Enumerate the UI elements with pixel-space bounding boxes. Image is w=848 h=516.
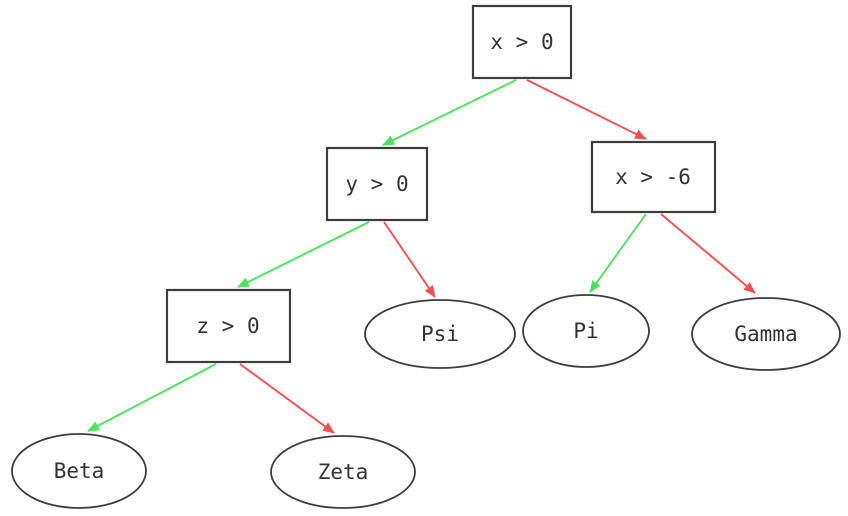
node-root: x > 0 [471,4,573,80]
edge-z-check-to-beta-true [87,363,217,432]
node-psi-ellipse [364,299,516,369]
edge-x-neg6-check-to-gamma-false [660,213,756,294]
node-zeta-ellipse [270,435,416,509]
node-psi-label: Psi [421,322,459,346]
node-x-neg6-check-box [590,140,717,214]
node-gamma-label: Gamma [734,322,797,346]
edge-x-neg6-check-to-pi-true [589,213,647,293]
edge-y-check-to-psi-false [383,221,436,298]
node-psi: Psi [364,299,516,369]
node-gamma: Gamma [691,297,841,371]
node-gamma-ellipse [691,297,841,371]
node-beta-ellipse [11,433,147,509]
node-z-check: z > 0 [165,288,292,364]
edge-y-check-to-z-check-true [237,221,370,288]
node-pi: Pi [522,294,650,368]
node-beta: Beta [11,433,147,509]
node-y-check-box [325,146,429,222]
node-zeta-label: Zeta [318,460,369,484]
edge-z-check-to-zeta-false [239,363,335,434]
node-pi-ellipse [522,294,650,368]
node-beta-label: Beta [54,459,105,483]
node-z-check-box [165,288,292,364]
node-pi-label: Pi [573,319,598,343]
node-x-neg6-check: x > -6 [590,140,717,214]
node-root-box [471,4,573,80]
edge-root-to-y-check-true [382,79,517,146]
node-root-label: x > 0 [490,30,553,54]
node-y-check-label: y > 0 [345,172,408,196]
node-x-neg6-check-label: x > -6 [615,165,691,189]
edge-root-to-x-neg6-check-false [526,79,647,140]
node-y-check: y > 0 [325,146,429,222]
node-z-check-label: z > 0 [196,314,259,338]
node-zeta: Zeta [270,435,416,509]
